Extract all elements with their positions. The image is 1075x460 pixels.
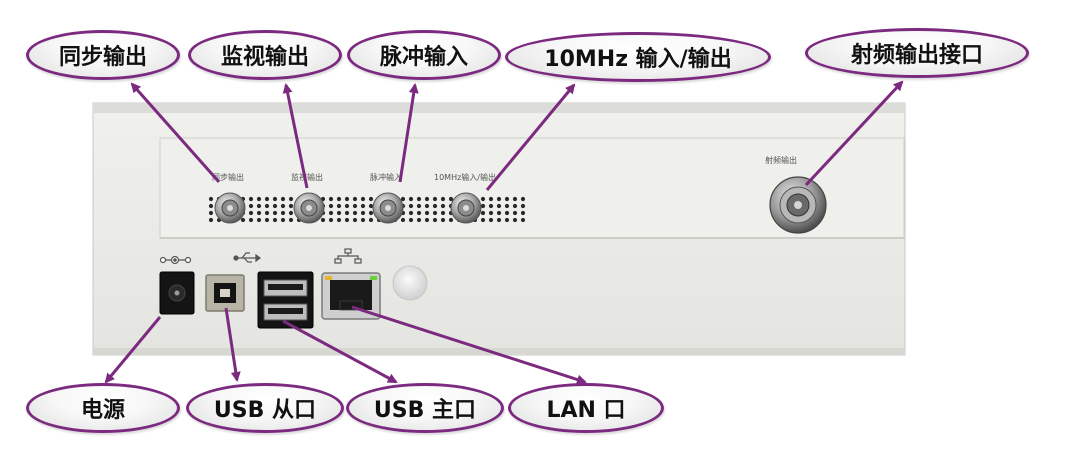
arrow-rf-out: [804, 80, 904, 187]
callout-pulse-in: 脉冲输入: [347, 30, 501, 80]
arrow-pulse-in: [398, 83, 419, 183]
callout-10mhz: 10MHz 输入/输出: [505, 32, 771, 82]
callout-arrows: [104, 80, 904, 385]
callout-sync-out: 同步输出: [26, 30, 180, 80]
callout-monitor-out: 监视输出: [188, 30, 342, 80]
panel-label-monitor-out: 监视输出: [291, 172, 323, 182]
bnc-connector-sync-out[interactable]: [214, 192, 246, 224]
arrow-sync-out: [130, 82, 221, 183]
panel-label-10mhz: 10MHz输入/输出: [434, 172, 496, 182]
network-icon: [334, 248, 362, 264]
bnc-connector-monitor-out[interactable]: [293, 192, 325, 224]
arrow-usb-slave: [224, 307, 241, 382]
usb-icon: [233, 252, 261, 263]
panel-label-rf-out: 射频输出: [765, 155, 797, 165]
callout-power: 电源: [26, 383, 180, 433]
usb-a-host-ports[interactable]: [257, 271, 314, 329]
panel-label-pulse-in: 脉冲输入: [370, 172, 402, 182]
panel-printed-labels: 同步输出 监视输出 脉冲输入 10MHz输入/输出 射频输出: [212, 155, 797, 182]
bnc-connector-10mhz[interactable]: [450, 192, 482, 224]
panel-round-button[interactable]: [392, 265, 428, 301]
callout-lan: LAN 口: [508, 383, 664, 433]
dc-power-jack[interactable]: [159, 271, 195, 315]
lan-rj45-port[interactable]: [321, 272, 381, 320]
callout-usb-host: USB 主口: [346, 383, 504, 433]
arrow-lan: [351, 305, 587, 385]
arrow-10mhz: [485, 83, 576, 191]
power-polarity-icon: [159, 255, 192, 265]
usb-b-slave-port[interactable]: [205, 274, 245, 312]
bnc-connector-pulse-in[interactable]: [372, 192, 404, 224]
panel-label-sync-out: 同步输出: [212, 172, 244, 182]
arrow-monitor-out: [282, 83, 309, 189]
arrow-usb-host: [282, 319, 398, 384]
callout-rf-out: 射频输出接口: [805, 28, 1029, 78]
rf-output-connector[interactable]: [769, 176, 827, 234]
callout-usb-slave: USB 从口: [186, 383, 344, 433]
arrow-power: [104, 316, 162, 384]
